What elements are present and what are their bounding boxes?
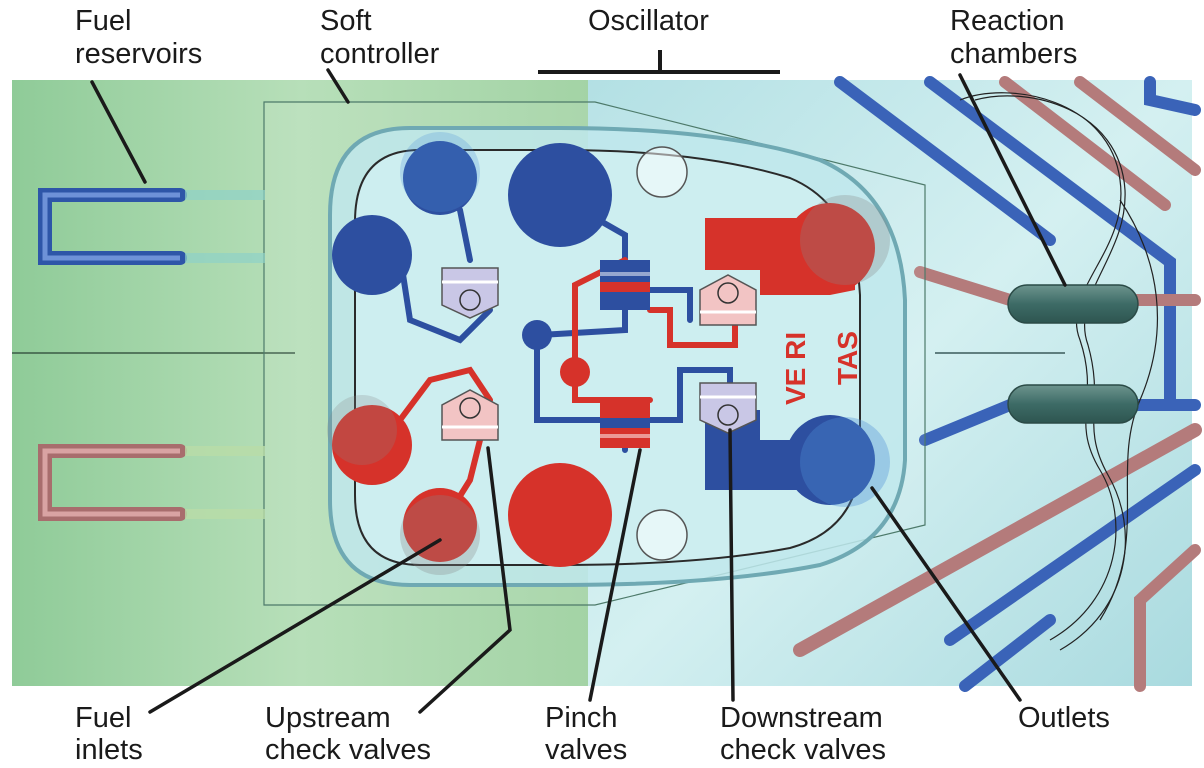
label-outlets: Outlets — [1018, 702, 1110, 734]
label-pinch-valves: Pinch valves — [545, 702, 627, 766]
label-downstream-check-valves: Downstream check valves — [720, 702, 886, 766]
outlet-glow-2 — [800, 195, 890, 285]
blue-l-block — [705, 410, 830, 490]
oscillator-bracket — [538, 50, 780, 74]
svg-text:Soft: Soft — [320, 5, 372, 37]
svg-text:Reaction: Reaction — [950, 5, 1064, 37]
chip-text-veri: VE RI — [780, 332, 811, 405]
svg-text:chambers: chambers — [950, 38, 1077, 70]
label-reaction-chambers: Reaction chambers — [950, 5, 1077, 70]
svg-text:Fuel: Fuel — [75, 5, 131, 37]
pinch-valve-bottom — [600, 398, 650, 448]
svg-text:Fuel: Fuel — [75, 702, 131, 734]
svg-text:check valves: check valves — [265, 734, 431, 766]
leader-lines — [90, 68, 1067, 714]
svg-text:inlets: inlets — [75, 734, 143, 766]
outlet-glow-5 — [327, 395, 397, 465]
svg-text:Upstream: Upstream — [265, 702, 391, 734]
chip-text-tas: TAS — [832, 331, 863, 385]
blue-disc-1 — [403, 141, 477, 215]
label-fuel-reservoirs: Fuel reservoirs — [75, 5, 202, 70]
upstream-check-valve-top — [441, 267, 499, 319]
wire-curves — [959, 92, 1159, 651]
outlet-glow-1 — [400, 132, 480, 212]
red-disc-1 — [332, 405, 412, 485]
fuel-reservoir-blue — [38, 188, 265, 265]
right-tubes — [793, 76, 1202, 692]
reaction-chamber-bottom — [1007, 384, 1139, 424]
svg-text:reservoirs: reservoirs — [75, 38, 202, 70]
svg-text:Pinch: Pinch — [545, 702, 618, 734]
svg-text:controller: controller — [320, 38, 440, 70]
label-oscillator: Oscillator — [588, 5, 709, 37]
svg-text:check valves: check valves — [720, 734, 886, 766]
open-circle-top — [636, 146, 688, 198]
blue-disc-3 — [332, 215, 412, 295]
outlet-glow-3 — [800, 417, 890, 507]
red-disc-3 — [508, 463, 612, 567]
pinch-valve-top — [600, 260, 650, 310]
downstream-check-valve-top — [699, 274, 757, 326]
red-disc-outlet — [785, 203, 875, 293]
red-disc-2 — [403, 488, 477, 562]
downstream-check-valve-bottom — [699, 382, 757, 434]
small-blue-node — [522, 320, 552, 350]
svg-text:Downstream: Downstream — [720, 702, 883, 734]
blue-disc-2 — [508, 143, 612, 247]
label-upstream-check-valves: Upstream check valves — [265, 702, 431, 766]
upstream-check-valve-bottom — [441, 389, 499, 441]
reaction-chamber-top — [1007, 284, 1139, 324]
svg-text:valves: valves — [545, 734, 627, 766]
outlet-glow-4 — [400, 495, 480, 575]
fuel-reservoir-pink — [38, 444, 265, 521]
open-circle-bottom — [636, 509, 688, 561]
label-fuel-inlets: Fuel inlets — [75, 702, 143, 766]
small-red-node — [560, 357, 590, 387]
label-soft-controller: Soft controller — [320, 5, 440, 70]
